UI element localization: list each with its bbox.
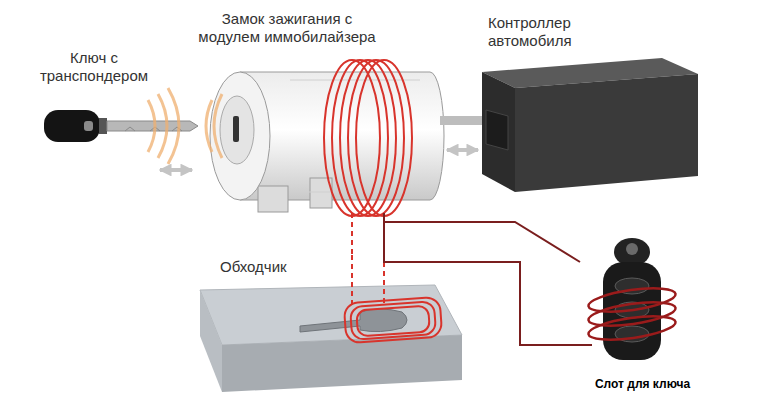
coil-wire: [352, 255, 384, 306]
coil-turn: [344, 297, 443, 344]
coil-turn: [587, 312, 677, 344]
key-node: Ключ с транспондером: [30, 45, 160, 180]
coil-turn: [356, 306, 430, 337]
signal-arrow: [447, 148, 478, 152]
fob-coil: [587, 284, 677, 344]
key-collar: [99, 118, 107, 134]
controller-plug: [486, 110, 508, 150]
bypass-front: [222, 335, 462, 392]
keyway: [233, 116, 239, 142]
lock-cylinder: [220, 96, 254, 164]
lock-shaft: [440, 116, 484, 125]
fob-wire: [384, 216, 592, 345]
lock-face: [210, 72, 270, 200]
controller-front: [515, 74, 698, 192]
transponder-key: [44, 110, 198, 142]
bypass-unit: [200, 285, 462, 392]
lock-tab: [258, 186, 288, 212]
car-controller: [482, 58, 698, 192]
key-blade: [107, 121, 198, 131]
wire: [351, 213, 353, 255]
bypass-unit-node: Обходчик: [195, 255, 467, 395]
node-label: Замок зажигания с модулем иммобилайзера: [192, 10, 382, 46]
lock-waves: [206, 94, 222, 158]
bypass-side: [200, 290, 222, 392]
key-fob: [603, 238, 661, 360]
ignition-lock: [210, 72, 444, 212]
slot-coil: [344, 297, 443, 344]
key-head: [44, 110, 100, 142]
node-label: Контроллер автомобиля: [488, 14, 618, 50]
transponder-waves: [148, 88, 179, 164]
node-label: Обходчик: [220, 258, 340, 276]
wave-arc: [168, 88, 179, 164]
slot-key: [300, 309, 407, 332]
wire: [384, 213, 580, 262]
fob-release-button: [626, 243, 638, 255]
controller-side: [482, 72, 515, 192]
signal-arrow: [160, 168, 192, 172]
coil-turn: [356, 60, 412, 216]
coil-turn: [350, 301, 436, 340]
wave-arc: [158, 94, 167, 158]
wave-arc: [148, 100, 155, 152]
fob-head: [614, 238, 650, 266]
bypass-top: [200, 285, 462, 345]
key-fob-node: Слот для ключа: [580, 235, 707, 395]
node-label: Ключ с транспондером: [32, 49, 156, 85]
lock-body: [240, 72, 444, 200]
antenna-coil: [324, 60, 412, 216]
controller-node: Контроллер автомобиля: [478, 10, 698, 195]
node-label: Слот для ключа: [582, 377, 703, 391]
wave-arc: [214, 94, 222, 158]
key-ring-hole: [84, 121, 93, 131]
ignition-lock-node: Замок зажигания с модулем иммобилайзера: [192, 8, 447, 213]
wave-arc: [206, 100, 212, 152]
